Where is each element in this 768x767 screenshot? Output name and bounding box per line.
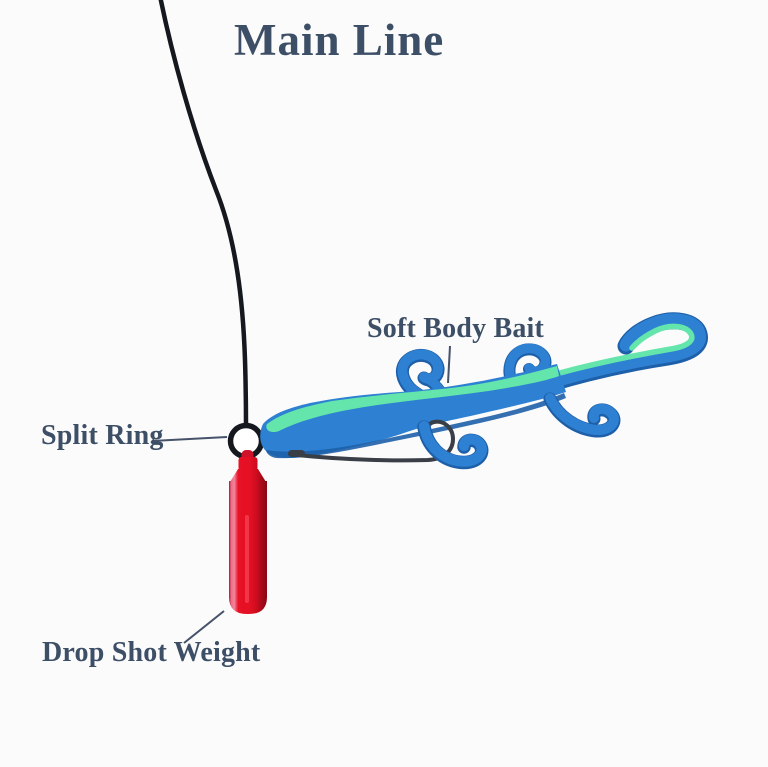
main-line-label: Main Line xyxy=(234,15,445,65)
hook xyxy=(288,419,455,463)
split-ring-label: Split Ring xyxy=(41,420,164,451)
bait-back-stripe xyxy=(266,366,559,433)
weight-shoulder xyxy=(230,469,266,482)
weight-pointer-line xyxy=(183,610,225,644)
fishing-line xyxy=(158,0,249,429)
soft-body-bait xyxy=(260,312,708,470)
soft-body-bait-label: Soft Body Bait xyxy=(367,313,545,344)
split-ring-pointer-line xyxy=(151,436,228,442)
bait-tail xyxy=(543,312,708,392)
drop-shot-weight-label: Drop Shot Weight xyxy=(42,637,261,668)
soft-bait-pointer-line xyxy=(447,345,451,384)
weight-neck xyxy=(238,457,258,471)
drop-shot-weight xyxy=(229,450,267,614)
bait-front-bottom-leg xyxy=(417,420,489,470)
hook-shank xyxy=(295,419,455,463)
weight-highlight xyxy=(245,515,249,603)
bait-rear-bottom-leg xyxy=(543,392,621,438)
